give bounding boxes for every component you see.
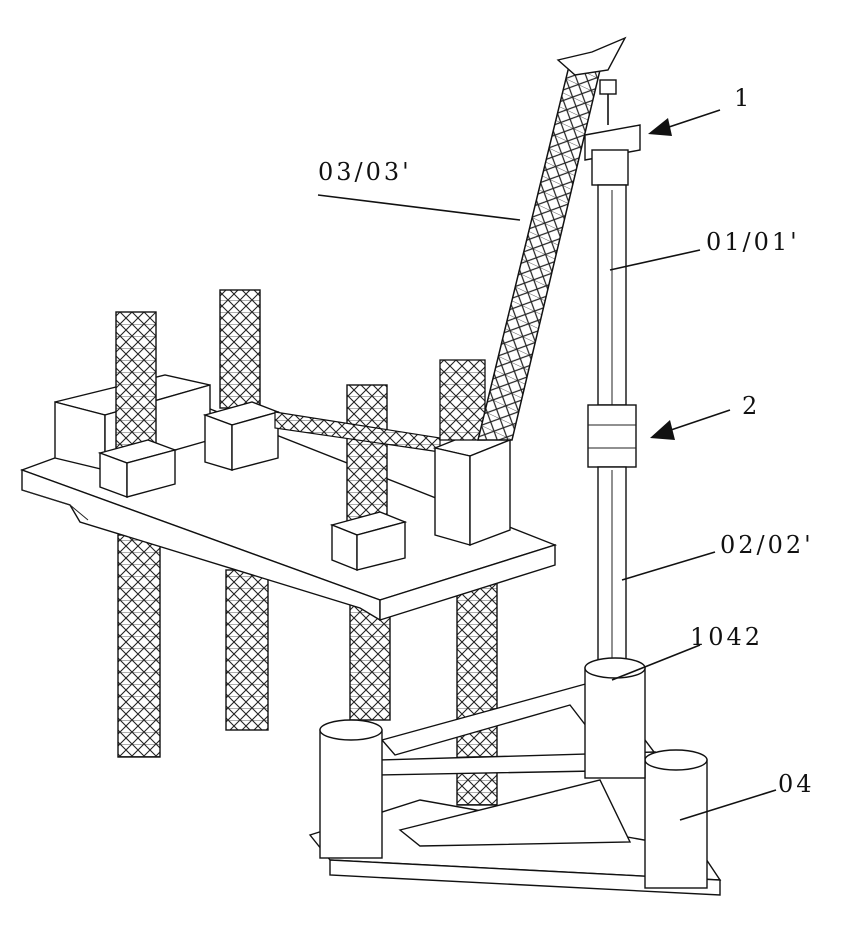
label-2: 2 [742, 392, 760, 420]
label-04: 04 [778, 770, 815, 798]
label-1: 1 [734, 84, 752, 112]
arrow-1 [648, 110, 720, 136]
label-1042: 1042 [690, 623, 763, 651]
label-02: 02/02' [720, 531, 814, 559]
jackup-leg-upper-mid [205, 290, 278, 470]
arrow-2 [650, 410, 730, 440]
label-01: 01/01' [706, 228, 800, 256]
label-03: 03/03' [318, 158, 412, 186]
jackup-leg-lower-mid [226, 570, 268, 730]
jackup-leg-lower-left [118, 535, 160, 757]
pile-tube [588, 185, 636, 667]
